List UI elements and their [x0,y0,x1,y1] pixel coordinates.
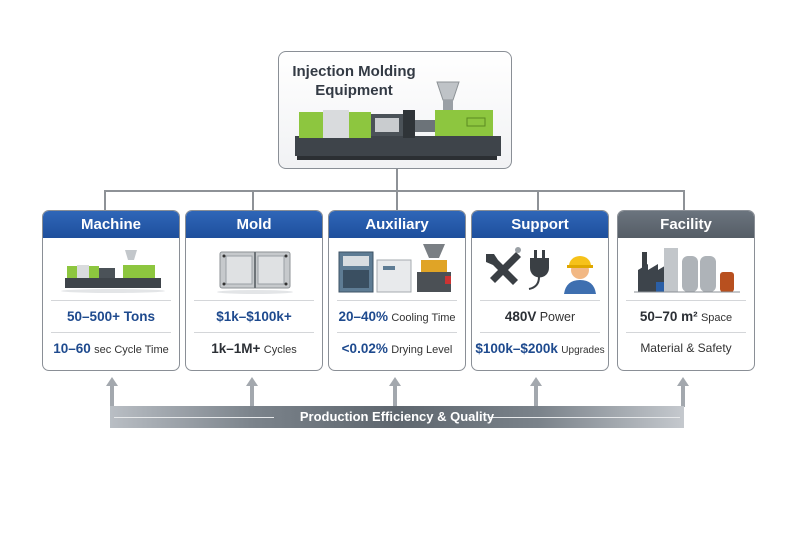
arrow-shaft [534,385,538,406]
divider [337,332,457,333]
card-mold: Mold $1k–$100k+ 1k–1M+ Cycles [185,210,323,371]
card-header: Mold [186,211,322,238]
metric-space: 50–70 m² Space [639,309,733,324]
arrow-shaft [250,385,254,406]
metric-mold-cycles: 1k–1M+ Cycles [211,341,297,356]
root-node-title: Injection Molding Equipment [279,62,429,100]
footer-rule-right [490,417,680,418]
divider [194,332,314,333]
root-title-line2: Equipment [315,82,393,99]
card-header: Facility [618,211,754,238]
arrow-up-icon [530,377,542,386]
arrow-up-icon [246,377,258,386]
wrench-screwdriver-icon [486,247,521,285]
mold-image [186,238,322,300]
divider [626,332,746,333]
card-support: Support 480V Power $100k–$200k Upgrades [471,210,609,371]
divider [337,300,457,301]
connector-mold [252,190,254,210]
machine-image [43,238,179,300]
root-node-box: Injection Molding Equipment [278,51,512,169]
metric-cooling-time: 20–40% Cooling Time [338,309,456,324]
divider [51,332,171,333]
divider [480,300,600,301]
card-header: Auxiliary [329,211,465,238]
footer-rule-left [114,417,274,418]
footer-label: Production Efficiency & Quality [299,409,495,424]
root-title-line1: Injection Molding [292,63,416,80]
footer-bar: Production Efficiency & Quality [110,406,684,428]
power-plug-icon [528,250,549,290]
metric-upgrades: $100k–$200k Upgrades [475,341,605,356]
card-facility: Facility 50–70 m² Space Material & Safet… [617,210,755,371]
arrow-up-icon [389,377,401,386]
injection-machine-image [295,81,501,160]
card-auxiliary: Auxiliary 20–40% Cooling Time <0.02% Dry… [328,210,466,371]
connector-facility [683,190,685,210]
worker-icon [564,256,596,294]
arrow-shaft [681,385,685,407]
divider [480,332,600,333]
connector-support [537,190,539,210]
card-machine: Machine 50–500+ Tons 10–60 sec Cycle Tim… [42,210,180,371]
metric-cycle-time: 10–60 sec Cycle Time [53,341,169,356]
metric-mold-cost: $1k–$100k+ [216,309,292,324]
metric-material-safety: Material & Safety [640,341,732,355]
arrow-up-icon [677,377,689,386]
arrow-up-icon [106,377,118,386]
support-icons [472,238,608,300]
metric-power: 480V Power [504,309,576,324]
connector-machine [104,190,106,210]
card-header: Support [472,211,608,238]
connector-trunk [396,169,398,191]
arrow-shaft [393,385,397,406]
metric-drying-level: <0.02% Drying Level [341,341,453,356]
card-header: Machine [43,211,179,238]
arrow-shaft [110,385,114,407]
auxiliary-equipment-image [329,238,465,300]
divider [194,300,314,301]
divider [626,300,746,301]
connector-horizontal [104,190,684,192]
divider [51,300,171,301]
connector-auxiliary [396,190,398,210]
facility-image [618,238,754,300]
metric-tonnage: 50–500+ Tons [67,309,155,324]
